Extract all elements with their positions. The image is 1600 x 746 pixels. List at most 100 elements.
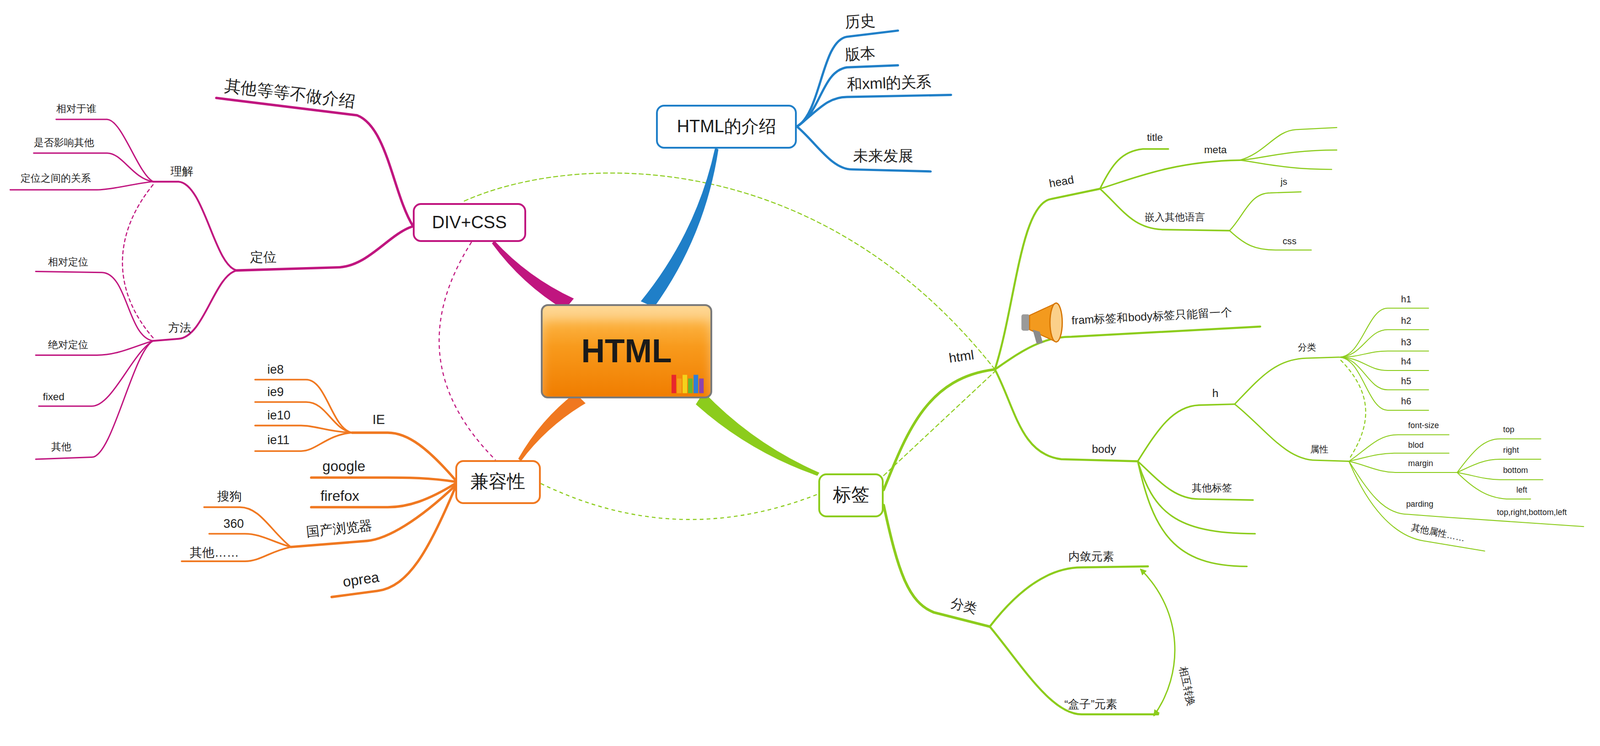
branch-topic: google [322, 457, 366, 475]
branch-text: ie9 [267, 384, 284, 399]
branch-text: meta [1204, 144, 1227, 156]
branch-line [311, 477, 456, 482]
branch-line [883, 369, 995, 490]
branch-line [35, 340, 154, 459]
book-spine [677, 378, 682, 393]
branch-line [994, 326, 1260, 370]
branch-topic: 理解 [170, 164, 194, 178]
branch-line [796, 95, 951, 127]
branch-topic: 分类 [1297, 341, 1317, 353]
main-topic-box: HTML的介绍 [656, 104, 797, 149]
branch-topic: h1 [1401, 293, 1412, 305]
branch-text: 历史 [844, 11, 876, 31]
book-spine [682, 374, 688, 393]
branch-text: h2 [1401, 315, 1412, 326]
branch-line [1141, 569, 1175, 715]
branch-topic: 其他…… [189, 544, 240, 560]
branch-text: top [1503, 424, 1515, 434]
branch-topic: ie10 [267, 407, 291, 423]
branch-text: 未来发展 [853, 147, 914, 165]
topic-text: HTML的介绍 [677, 116, 777, 138]
main-branch [491, 240, 574, 310]
branch-line [122, 184, 154, 338]
branch-line [216, 97, 414, 227]
branch-line [1349, 453, 1450, 462]
branch-line [1229, 191, 1302, 231]
branch-topic: 分类 [949, 594, 979, 617]
compat-branches [181, 379, 455, 597]
branch-topic: css [1282, 235, 1297, 247]
branch-text: 其他 [51, 440, 72, 453]
branch-line [1340, 360, 1366, 459]
branch-topic: left [1516, 485, 1528, 495]
branch-line [883, 371, 995, 476]
branch-text: fram标签和body标签只能留一个 [1071, 305, 1233, 327]
branch-text: 和xml的关系 [846, 73, 932, 93]
branch-text: 定位 [250, 249, 277, 265]
branch-text: parding [1406, 499, 1434, 509]
branch-topic: 是否影响其他 [33, 136, 95, 150]
branch-line [1349, 460, 1485, 551]
branch-topic: 其他 [51, 440, 72, 454]
branch-line [209, 533, 292, 547]
branch-topic: fram标签和body标签只能留一个 [1071, 305, 1233, 328]
branch-topic: IE [372, 411, 385, 428]
branch-topic: bottom [1503, 465, 1529, 475]
branch-line [1338, 329, 1429, 358]
branch-line [203, 506, 291, 547]
branch-topic: 相对定位 [48, 256, 89, 269]
book-spine [698, 378, 704, 393]
branch-topic: meta [1204, 144, 1227, 157]
branch-text: ie11 [267, 432, 290, 447]
branch-topic: “盒子”元素 [1064, 697, 1118, 711]
branch-topic: 和xml的关系 [846, 72, 932, 95]
main-topic-box: 兼容性 [455, 459, 542, 504]
branch-line [1457, 438, 1542, 473]
branch-topic: h6 [1401, 395, 1412, 407]
branch-text: top,right,bottom,left [1497, 507, 1568, 517]
branch-text: 360 [223, 516, 245, 531]
megaphone-icon [1021, 303, 1062, 344]
branch-line [1099, 160, 1240, 189]
relation-line [439, 241, 496, 460]
branch-topic: title [1146, 131, 1163, 144]
branch-topic: ie8 [267, 362, 284, 377]
book-spine [688, 378, 693, 393]
branch-text: 其他等等不做介绍 [223, 76, 357, 111]
branch-text: 相对定位 [48, 256, 89, 268]
branch-line [1457, 458, 1542, 473]
branch-topic: h2 [1401, 314, 1412, 326]
branch-line [56, 119, 154, 182]
branch-topic: 嵌入其他语言 [1144, 211, 1206, 224]
branch-line [1338, 308, 1429, 358]
branch-topic: right [1503, 445, 1520, 455]
branch-line [989, 565, 1148, 627]
branch-line [1349, 460, 1584, 527]
branch-text: h [1212, 386, 1219, 400]
branch-topic: body [1091, 442, 1116, 456]
book-spine [671, 374, 677, 393]
branch-topic: ie11 [267, 432, 290, 448]
central-topic: HTML [540, 304, 713, 398]
topic-text: 兼容性 [470, 470, 526, 493]
branch-text: 定位之间的关系 [20, 172, 91, 184]
branch-line [1021, 314, 1030, 331]
branch-text: body [1091, 442, 1116, 455]
books-picture [669, 370, 707, 394]
branch-line [796, 126, 931, 172]
branch-topic: 属性 [1310, 443, 1329, 455]
branch-text: 属性 [1310, 443, 1329, 454]
branch-topic: ie9 [267, 384, 284, 400]
branch-topic: margin [1408, 458, 1434, 469]
branch-topic: fixed [42, 390, 65, 404]
branch-topic: 360 [223, 516, 245, 531]
branch-topic: head [1047, 172, 1075, 191]
branch-line [883, 504, 990, 627]
branch-text: bottom [1503, 465, 1529, 475]
branch-text: font-size [1408, 420, 1439, 430]
branch-line [1137, 460, 1256, 534]
branch-topic: h3 [1401, 336, 1412, 348]
branch-line [1457, 472, 1544, 480]
branch-line [1099, 188, 1230, 231]
branch-text: 绝对定位 [48, 338, 89, 351]
